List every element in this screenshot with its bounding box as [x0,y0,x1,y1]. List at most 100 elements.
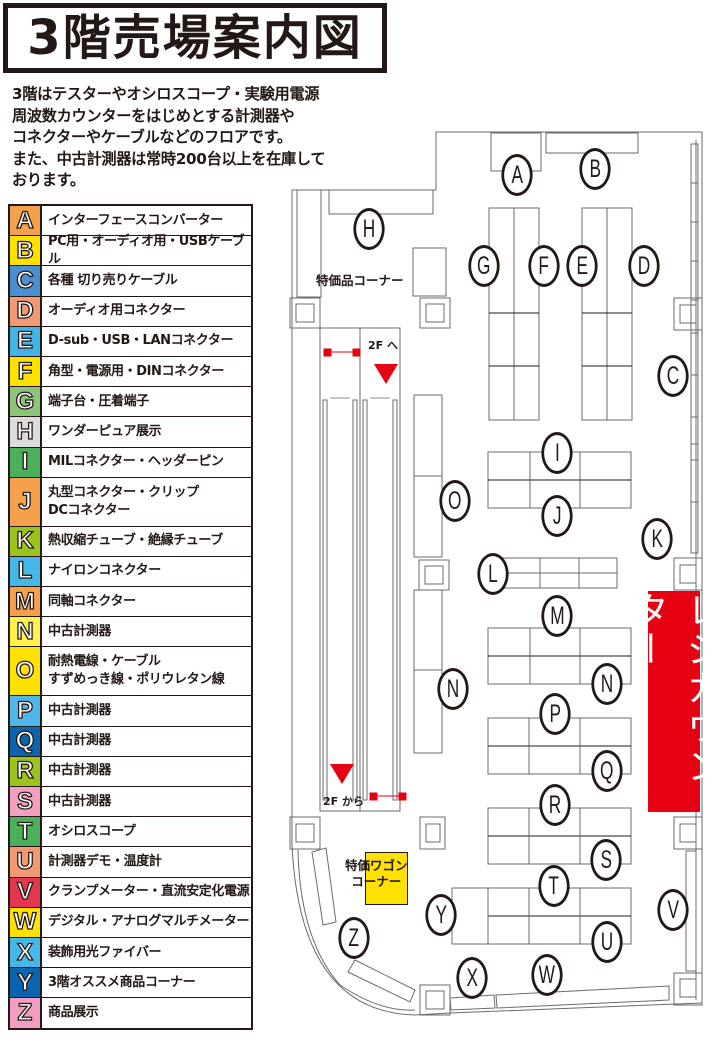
page-title: 3階売場案内図 [27,10,363,66]
legend-letter-badge: P [10,696,42,726]
legend-row-d: D オーディオ用コネクター [10,297,251,327]
map-marker-letter: Q [600,756,614,785]
legend-label: インターフェースコンバーター [48,212,223,228]
map-marker-k[interactable]: K [641,518,673,560]
map-marker-g[interactable]: G [468,245,500,287]
legend-label: 角型・電源用・DINコネクター [48,363,224,379]
legend-letter-badge: W [10,908,42,937]
map-marker-i[interactable]: I [541,432,573,474]
legend-letter-badge: Z [10,998,42,1028]
legend-label: 端子台・圧着端子 [48,393,149,409]
map-marker-u[interactable]: U [591,921,623,963]
legend-label: 丸型コネクター・クリップ DCコネクター [48,484,199,518]
map-marker-z[interactable]: Z [338,917,370,959]
intro-text: 3階はテスターやオシロスコープ・実験用電源 周波数カウンターをはじめとする計測器… [12,85,326,189]
map-marker-b[interactable]: B [579,148,611,190]
legend-label: 中古計測器 [48,763,112,779]
map-marker-letter: S [600,845,612,874]
legend-letter-badge: F [10,357,42,387]
map-marker-t[interactable]: T [538,865,570,907]
legend-letter-badge: N [10,617,42,647]
map-marker-c[interactable]: C [657,355,689,397]
legend-label: 同軸コネクター [48,593,136,609]
legend-letter-badge: V [10,878,42,907]
map-marker-f[interactable]: F [528,245,560,287]
map-marker-e[interactable]: E [566,245,598,287]
legend-label: 耐熱電線・ケーブル すずめっき線・ポリウレタン線 [48,654,225,688]
legend-letter-badge: M [10,587,42,617]
map-marker-letter: N [600,669,614,698]
map-marker-a[interactable]: A [501,154,533,196]
map-marker-n[interactable]: N [591,663,623,705]
legend-letter-badge: X [10,938,42,968]
legend-letter-badge: T [10,817,42,847]
map-marker-letter: W [538,960,556,989]
map-marker-n[interactable]: N [437,668,469,710]
legend-letter-badge: D [10,297,42,326]
legend-letter-badge: S [10,787,42,817]
map-marker-letter: M [549,601,565,630]
map-marker-l[interactable]: L [477,553,509,595]
legend-letter-badge: I [10,447,42,477]
map-marker-letter: K [651,524,663,553]
legend-row-f: F 角型・電源用・DINコネクター [10,357,251,388]
legend-label: 中古計測器 [48,703,112,719]
map-marker-letter: N [446,674,460,703]
map-marker-letter: B [589,154,601,183]
legend-label: オシロスコープ [48,823,136,839]
map-marker-p[interactable]: P [539,693,571,735]
map-marker-r[interactable]: R [539,784,571,826]
map-marker-letter: L [488,559,498,588]
map-marker-d[interactable]: D [628,245,660,287]
legend-label: ナイロンコネクター [48,563,161,579]
wagon-corner-label: 特価ワゴン コーナー [345,858,408,889]
map-marker-q[interactable]: Q [591,750,623,792]
map-marker-w[interactable]: W [531,954,563,996]
page-title-box: 3階売場案内図 [3,3,387,73]
legend-letter-badge: Q [10,727,42,756]
map-marker-y[interactable]: Y [425,894,457,936]
map-marker-o[interactable]: O [439,480,471,522]
legend-letter-badge: L [10,557,42,587]
legend-label: PC用・オーディオ用・USBケーブル [48,233,245,267]
map-marker-v[interactable]: V [657,889,689,931]
escalator-up-label: 2F へ [368,339,398,352]
legend-label: 商品展示 [48,1004,99,1020]
map-marker-letter: A [511,160,523,189]
map-marker-x[interactable]: X [456,957,488,999]
map-marker-letter: Z [348,923,360,952]
escalator-from-label: 2F から [323,795,364,808]
legend-letter-badge: O [10,647,42,696]
map-marker-letter: T [548,871,560,900]
legend-label: オーディオ用コネクター [48,303,186,319]
bargain-corner-label: 特価品コーナー [316,273,404,288]
legend-letter-badge: R [10,757,42,786]
map-marker-j[interactable]: J [541,495,573,537]
legend-letter-badge: J [10,477,42,526]
map-marker-letter: U [600,927,614,956]
map-marker-m[interactable]: M [541,595,573,637]
map-marker-h[interactable]: H [353,208,385,250]
legend-letter-badge: H [10,417,42,447]
map-marker-letter: X [466,963,478,992]
map-marker-s[interactable]: S [590,839,622,881]
legend-row-r: R 中古計測器 [10,757,251,787]
legend-letter-badge: U [10,847,42,877]
legend-row-z: Z 商品展示 [10,998,251,1028]
map-marker-letter: P [549,699,561,728]
legend-label: 熱収縮チューブ・絶縁チューブ [48,533,223,549]
legend-letter-badge: Y [10,968,42,998]
